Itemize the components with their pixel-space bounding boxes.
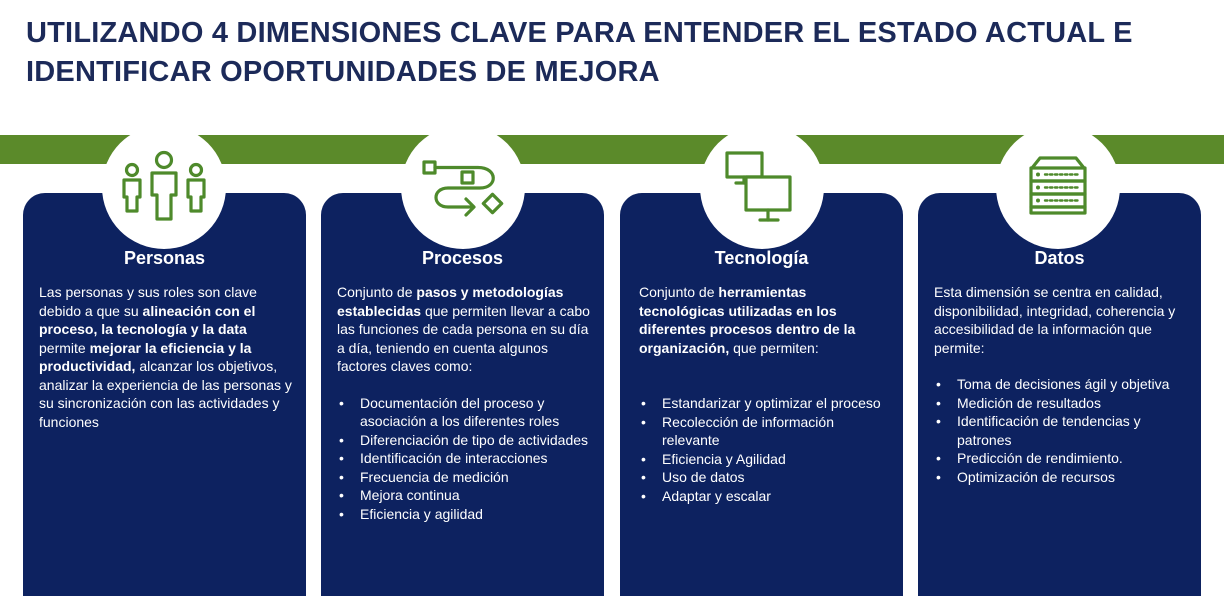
bullet-item: Diferenciación de tipo de actividades xyxy=(337,431,590,450)
process-flow-icon xyxy=(401,125,525,249)
card-title: Personas xyxy=(123,248,206,268)
intro-text: permite xyxy=(39,339,90,356)
intro-text: que permiten: xyxy=(729,339,819,356)
bullet-item: Identificación de tendencias y patrones xyxy=(934,412,1187,449)
card-body: Conjunto de pasos y metodologías estable… xyxy=(337,283,590,523)
card-title: Tecnología xyxy=(714,248,809,268)
intro-text: alcanzar los objetivos, analizar la expe… xyxy=(39,358,292,430)
bullet-item: Medición de resultados xyxy=(934,394,1187,413)
card-intro: Conjunto de pasos y metodologías estable… xyxy=(337,283,590,376)
card-personas: Personas Las personas y sus roles son cl… xyxy=(23,193,306,596)
card-intro: Esta dimensión se centra en calidad, dis… xyxy=(934,283,1187,357)
bullet-item: Mejora continua xyxy=(337,486,590,505)
intro-text: que permiten llevar a cabo las funciones… xyxy=(337,302,590,375)
card-intro: Las personas y sus roles son clave debid… xyxy=(39,283,292,431)
intro-text: Esta dimensión se centra en calidad, dis… xyxy=(934,284,1176,356)
card-datos: Datos Esta dimensión se centra en calida… xyxy=(918,193,1201,596)
card-body: Esta dimensión se centra en calidad, dis… xyxy=(934,283,1187,486)
bullet-item: Eficiencia y Agilidad xyxy=(639,450,889,469)
bullet-list: Estandarizar y optimizar el procesoRecol… xyxy=(639,394,889,505)
bullet-item: Recolección de información relevante xyxy=(639,413,889,450)
bullet-item: Predicción de rendimiento. xyxy=(934,449,1187,468)
bullet-item: Optimización de recursos xyxy=(934,468,1187,487)
bullet-item: Frecuencia de medición xyxy=(337,468,590,487)
bullet-item: Identificación de interacciones xyxy=(337,449,590,468)
card-intro: Conjunto de herramientas tecnológicas ut… xyxy=(639,283,889,357)
intro-bold-text: mejorar la eficiencia y la productividad… xyxy=(39,339,252,375)
intro-bold-text: herramientas tecnológicas utilizadas en … xyxy=(639,284,856,356)
monitors-icon xyxy=(700,125,824,249)
card-title: Datos xyxy=(1034,248,1085,268)
bullet-item: Uso de datos xyxy=(639,468,889,487)
bullet-item: Documentación del proceso y asociación a… xyxy=(337,394,590,431)
bullet-item: Adaptar y escalar xyxy=(639,487,889,506)
card-procesos: Procesos Conjunto de pasos y metodología… xyxy=(321,193,604,596)
bullet-list: Documentación del proceso y asociación a… xyxy=(337,394,590,524)
intro-bold-text: alineación con el proceso, la tecnología… xyxy=(39,302,256,338)
server-icon xyxy=(996,125,1120,249)
people-icon xyxy=(102,125,226,249)
bullet-list: Toma de decisiones ágil y objetivaMedici… xyxy=(934,375,1187,486)
card-body: Conjunto de herramientas tecnológicas ut… xyxy=(639,283,889,505)
intro-text: Conjunto de xyxy=(639,284,719,300)
card-title: Procesos xyxy=(421,248,504,268)
page-title: UTILIZANDO 4 DIMENSIONES CLAVE PARA ENTE… xyxy=(26,17,1133,88)
bullet-item: Toma de decisiones ágil y objetiva xyxy=(934,375,1187,394)
card-tecnologia: Tecnología Conjunto de herramientas tecn… xyxy=(620,193,903,596)
intro-bold-text: pasos y metodologías establecidas xyxy=(337,284,564,319)
bullet-item: Estandarizar y optimizar el proceso xyxy=(639,394,889,413)
intro-text: Las personas y sus roles son clave debid… xyxy=(39,284,257,319)
bullet-item: Eficiencia y agilidad xyxy=(337,505,590,524)
card-body: Las personas y sus roles son clave debid… xyxy=(39,283,292,431)
intro-text: Conjunto de xyxy=(337,284,417,300)
